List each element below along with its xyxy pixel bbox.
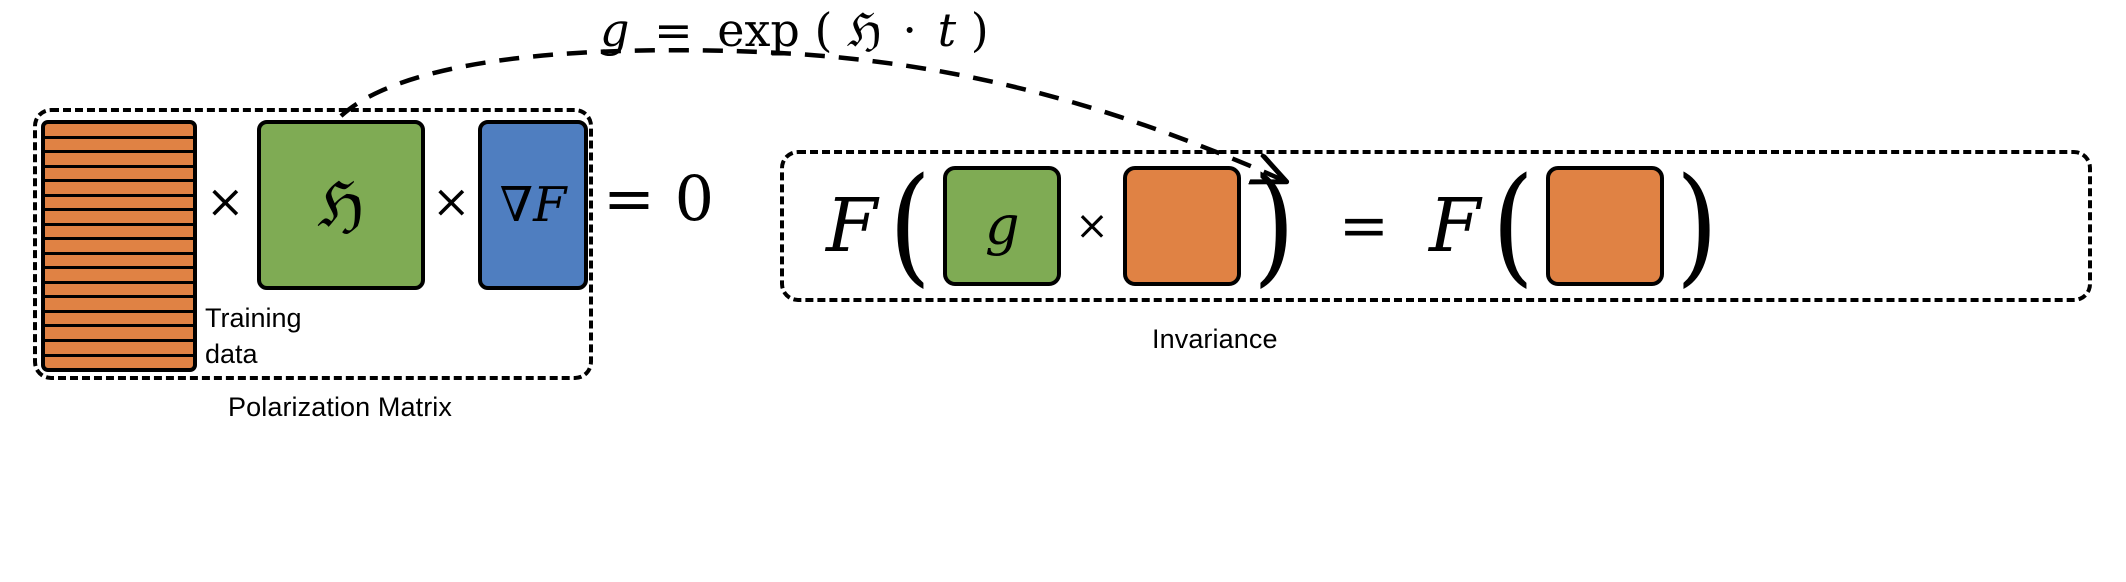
- formula-g: g: [600, 3, 630, 57]
- training-data-label-line1: Training: [205, 303, 302, 333]
- multiply-operator-1: ×: [206, 174, 245, 228]
- training-data-row: [45, 342, 193, 357]
- training-data-row: [45, 327, 193, 342]
- equals-zero: = 0: [603, 162, 715, 235]
- training-data-row: [45, 182, 193, 197]
- training-data-row: [45, 269, 193, 284]
- lie-algebra-symbol: ℌ: [317, 168, 365, 241]
- close-paren-right: ): [1676, 151, 1719, 301]
- training-data-row: [45, 298, 193, 313]
- formula-dot: ·: [902, 3, 918, 57]
- formula-exp: exp: [717, 3, 800, 57]
- data-block-left: [1122, 166, 1241, 286]
- lie-algebra-block: ℌ: [257, 120, 425, 290]
- close-paren-left: ): [1252, 151, 1296, 301]
- training-data-row: [45, 284, 193, 299]
- invariance-group: [780, 150, 2092, 302]
- training-data-row: [45, 153, 193, 168]
- training-data-label: Training data: [205, 300, 302, 373]
- training-data-stripes: [45, 124, 193, 368]
- functional-f-left: F: [826, 183, 878, 269]
- training-data-row: [45, 226, 193, 241]
- formula-open-paren: (: [814, 3, 833, 57]
- gradient-f-symbol: ∇F: [499, 177, 567, 233]
- generator-exponential-formula: g = exp ( ℌ · t ): [600, 3, 989, 57]
- training-data-row: [45, 139, 193, 154]
- training-data-row: [45, 255, 193, 270]
- training-data-label-line2: data: [205, 339, 258, 370]
- invariance-equation: F ( g × ) = F ( ): [800, 150, 2072, 302]
- training-data-row: [45, 313, 193, 328]
- training-data-row: [45, 357, 193, 369]
- multiply-operator-2: ×: [432, 174, 471, 228]
- formula-close-paren: ): [970, 3, 989, 57]
- open-paren-left: (: [889, 151, 932, 301]
- invariance-caption: Invariance: [1152, 324, 1278, 354]
- training-data-block: [41, 120, 197, 372]
- training-data-row: [45, 211, 193, 226]
- training-data-row: [45, 197, 193, 212]
- open-paren-right: (: [1492, 151, 1535, 301]
- group-element-block: g: [943, 166, 1062, 286]
- gradient-f-block: ∇F: [478, 120, 588, 290]
- training-data-row: [45, 168, 193, 183]
- polarization-matrix-caption: Polarization Matrix: [228, 392, 452, 422]
- polarization-matrix-group: [33, 108, 593, 380]
- invariance-equals: =: [1338, 191, 1390, 261]
- formula-t: t: [937, 3, 957, 57]
- formula-lie-algebra-symbol: ℌ: [847, 3, 882, 57]
- data-block-right: [1546, 166, 1665, 286]
- training-data-row: [45, 240, 193, 255]
- functional-f-right: F: [1429, 183, 1481, 269]
- training-data-row: [45, 124, 193, 139]
- formula-equals: =: [654, 3, 693, 57]
- multiply-operator-invariance: ×: [1075, 203, 1109, 249]
- group-element-symbol: g: [985, 194, 1020, 257]
